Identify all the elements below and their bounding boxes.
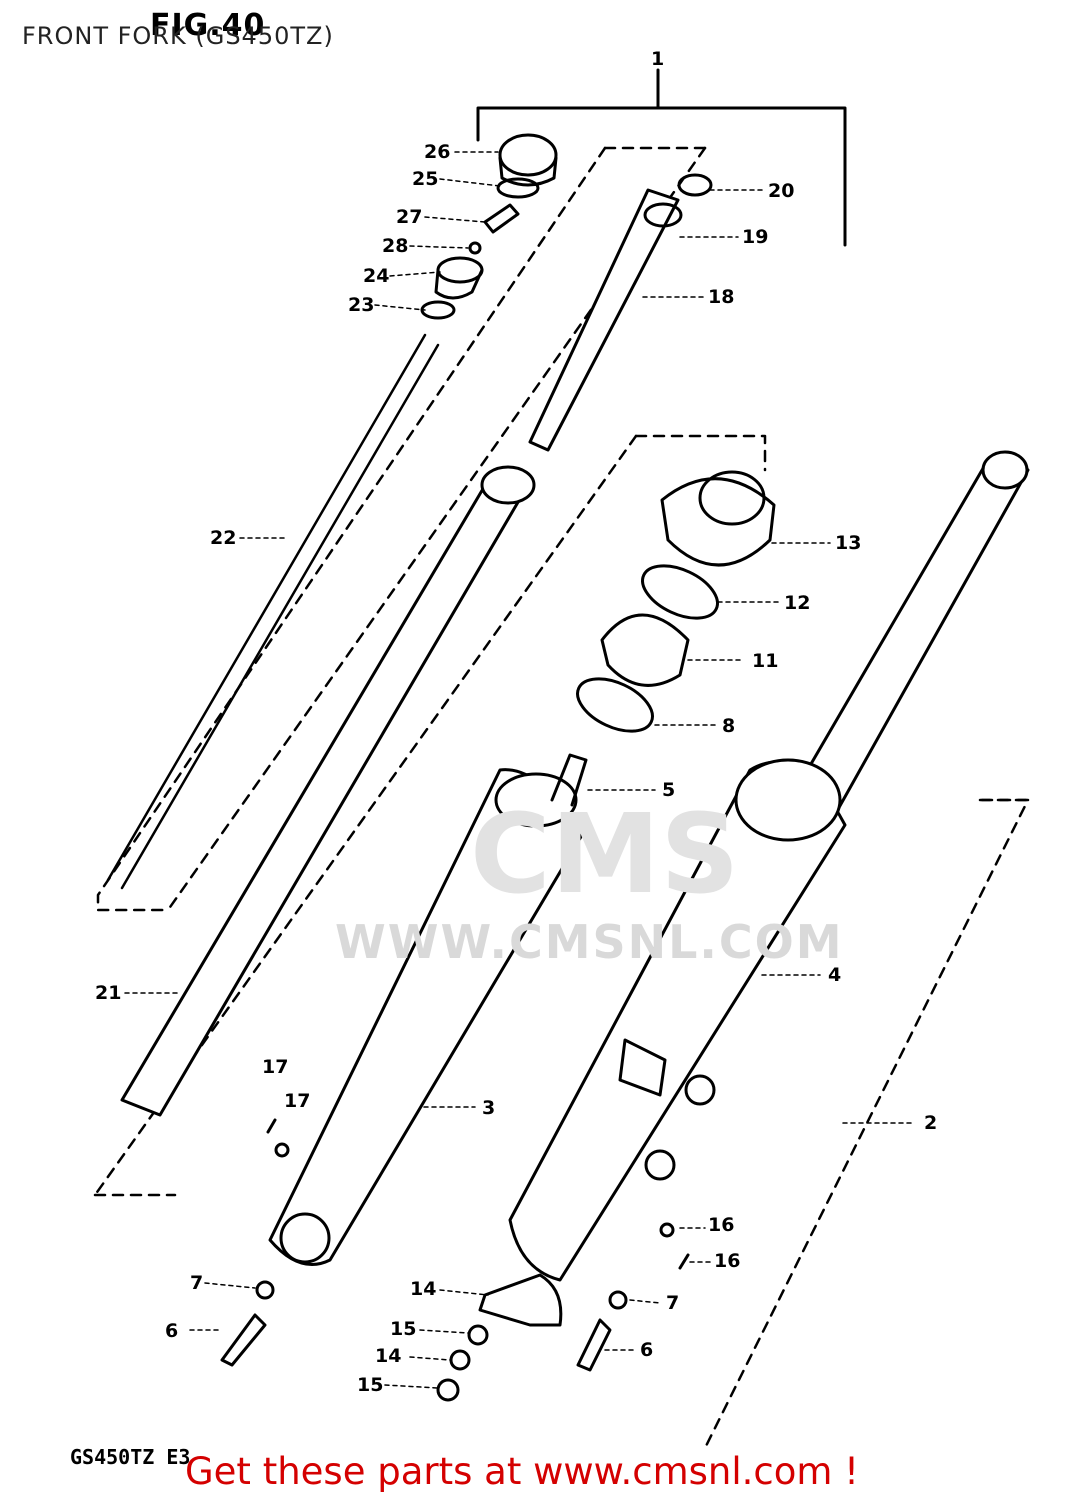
fork-spring xyxy=(106,333,440,890)
page-title: FRONT FORK (GS450TZ) xyxy=(22,22,334,50)
callout-27: 27 xyxy=(396,206,423,228)
callout-17-right: 16 xyxy=(708,1214,735,1236)
assembly-bracket xyxy=(476,106,847,247)
callout-11: 13 xyxy=(835,532,862,554)
callout-26: 26 xyxy=(424,141,451,163)
callout-8: 8 xyxy=(722,715,736,737)
callout-19: 19 xyxy=(742,226,769,248)
guide-frame-right xyxy=(703,798,1030,1450)
callout-7-right: 7 xyxy=(666,1292,680,1314)
damper-rod xyxy=(528,188,680,452)
watermark-url: WWW.CMSNL.COM xyxy=(335,915,844,969)
callout-14: 14 xyxy=(375,1345,402,1367)
callout-24: 24 xyxy=(363,265,390,287)
callout-10: 12 xyxy=(784,592,811,614)
callout-21: 21 xyxy=(95,982,122,1004)
watermark-logo: CMS xyxy=(470,790,740,918)
seal-ring xyxy=(641,564,719,620)
callout-16-left: 17 xyxy=(262,1056,289,1078)
callout-28: 28 xyxy=(382,235,409,257)
callout-13: 15 xyxy=(390,1318,417,1340)
model-code: GS450TZ E3 xyxy=(70,1445,191,1469)
callout-6-left: 6 xyxy=(165,1320,179,1342)
callout-25: 25 xyxy=(412,168,439,190)
callout-17-left: 17 xyxy=(284,1090,311,1112)
callout-3: 3 xyxy=(482,1097,496,1119)
callout-6-right: 6 xyxy=(640,1339,654,1361)
callout-22: 22 xyxy=(210,527,237,549)
fork-cap xyxy=(498,133,558,177)
callout-4: 4 xyxy=(828,964,842,986)
callout-1: 1 xyxy=(651,48,665,70)
guide-frame-mid xyxy=(634,434,767,472)
callout-16-right: 16 xyxy=(714,1250,741,1272)
callout-18: 18 xyxy=(708,286,735,308)
callout-5: 5 xyxy=(662,779,676,801)
callout-23: 23 xyxy=(348,294,375,316)
guide-frame-left xyxy=(96,146,607,912)
callout-20: 20 xyxy=(768,180,795,202)
callout-9: 11 xyxy=(752,650,779,672)
callout-12: 14 xyxy=(410,1278,437,1300)
callout-7-left: 7 xyxy=(190,1272,204,1294)
figure-label: FIG.40 xyxy=(150,8,266,43)
inner-tube-right xyxy=(788,457,1030,822)
callout-2: 2 xyxy=(924,1112,938,1134)
parts-link[interactable]: Get these parts at www.cmsnl.com ! xyxy=(185,1450,860,1493)
callout-15: 15 xyxy=(357,1374,384,1396)
